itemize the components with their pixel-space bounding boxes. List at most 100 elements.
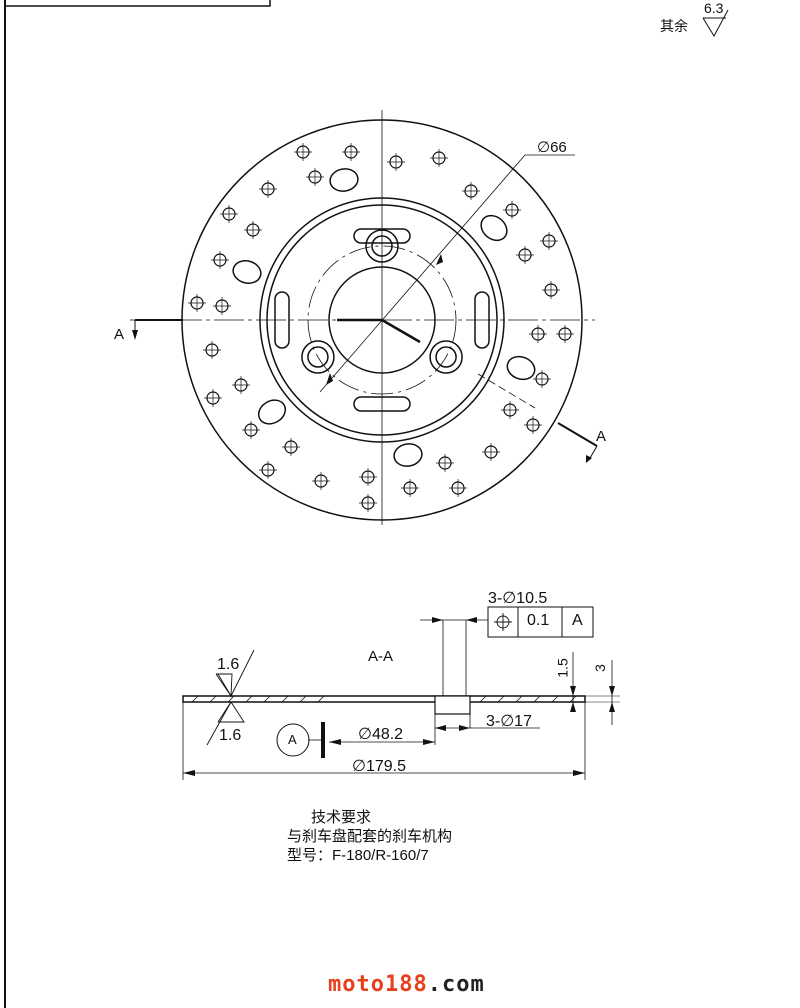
vent-hole bbox=[213, 297, 231, 315]
hatch-line bbox=[227, 695, 235, 703]
vent-hole bbox=[342, 143, 360, 161]
vent-hole bbox=[359, 468, 377, 486]
hub-diameter-dim: ∅66 bbox=[537, 139, 567, 156]
hatch-line bbox=[209, 695, 217, 703]
vent-hole bbox=[259, 180, 277, 198]
vent-hole bbox=[232, 376, 250, 394]
hatch-line bbox=[317, 695, 325, 703]
section-line-angled bbox=[381, 318, 421, 344]
vent-hole bbox=[556, 325, 574, 343]
bolt-hole bbox=[371, 235, 393, 257]
vent-hole bbox=[259, 461, 277, 479]
dim66-leader bbox=[319, 154, 526, 393]
arc-slot bbox=[353, 228, 411, 244]
arc-slot bbox=[353, 396, 411, 412]
vent-hole bbox=[542, 281, 560, 299]
hatch-line bbox=[479, 695, 487, 703]
vent-hole bbox=[540, 232, 558, 250]
vent-hole bbox=[401, 479, 419, 497]
section-body bbox=[182, 695, 586, 703]
bolt-hole-counterbore bbox=[365, 229, 399, 263]
vent-hole bbox=[211, 251, 229, 269]
watermark-brand: moto188 bbox=[328, 972, 428, 997]
roughness-top bbox=[217, 649, 255, 697]
cooling-slot bbox=[329, 168, 359, 192]
vent-hole bbox=[203, 341, 221, 359]
vent-hole bbox=[529, 325, 547, 343]
vent-hole bbox=[533, 370, 551, 388]
vent-hole bbox=[516, 246, 534, 264]
bolt-hole bbox=[307, 346, 329, 368]
cooling-slot bbox=[393, 443, 423, 467]
vent-hole bbox=[244, 221, 262, 239]
section-arrow-right bbox=[557, 422, 598, 447]
section-mark-left: A bbox=[114, 326, 125, 343]
vent-hole bbox=[204, 389, 222, 407]
vent-hole bbox=[524, 416, 542, 434]
roughness-top-value: 1.6 bbox=[217, 656, 240, 673]
counterbore bbox=[434, 695, 471, 715]
disc-plan-view bbox=[130, 110, 598, 525]
vent-hole bbox=[449, 479, 467, 497]
cooling-slot bbox=[232, 260, 262, 284]
hatch-line bbox=[497, 695, 505, 703]
counterbore-depth: 1.5 bbox=[554, 658, 571, 678]
counterbore-dim: 3-∅17 bbox=[486, 713, 532, 730]
cooling-slot bbox=[480, 214, 508, 242]
title-block bbox=[4, 0, 271, 7]
vent-hole bbox=[294, 143, 312, 161]
cooling-slot bbox=[257, 399, 287, 425]
vent-hole bbox=[482, 443, 500, 461]
hatch-line bbox=[515, 695, 523, 703]
hatch-line bbox=[533, 695, 541, 703]
roughness-symbol-other bbox=[702, 9, 729, 38]
hatch-line bbox=[551, 695, 559, 703]
roughness-bottom bbox=[217, 701, 245, 723]
notes-title: 技术要求 bbox=[311, 809, 372, 826]
bolt-hole bbox=[435, 346, 457, 368]
vent-hole bbox=[282, 438, 300, 456]
vent-hole bbox=[359, 494, 377, 512]
arc-slot bbox=[474, 291, 490, 349]
notes-line-2: 型号：F-180/R-160/7 bbox=[287, 847, 429, 864]
hatch-line bbox=[281, 695, 289, 703]
tolerance-datum: A bbox=[572, 612, 583, 629]
roughness-other-label: 其余 bbox=[660, 18, 688, 34]
bolt-hole-dim: 3-∅10.5 bbox=[488, 590, 548, 607]
vent-hole bbox=[188, 294, 206, 312]
notes-line-1: 与刹车盘配套的刹车机构 bbox=[287, 828, 453, 845]
section-a-a bbox=[182, 606, 620, 780]
vent-hole bbox=[387, 153, 405, 171]
bolt-hole-counterbore bbox=[301, 340, 335, 374]
vent-hole bbox=[306, 168, 324, 186]
watermark-suffix: .com bbox=[427, 972, 485, 997]
hatch-line bbox=[263, 695, 271, 703]
arc-slot bbox=[274, 291, 290, 349]
vent-hole bbox=[503, 201, 521, 219]
section-mark-right: A bbox=[596, 428, 607, 445]
tolerance-value: 0.1 bbox=[527, 612, 550, 629]
vent-hole bbox=[242, 421, 260, 439]
bore-dim: ∅48.2 bbox=[358, 726, 404, 743]
roughness-other-value: 6.3 bbox=[704, 0, 724, 16]
roughness-bottom-value: 1.6 bbox=[219, 727, 242, 744]
cooling-slot bbox=[506, 355, 536, 381]
vent-hole bbox=[430, 149, 448, 167]
datum-label: A bbox=[288, 732, 297, 747]
hatch-line bbox=[245, 695, 253, 703]
thickness-dim: 3 bbox=[591, 664, 608, 672]
tolerance-frame bbox=[487, 606, 594, 638]
datum-circle bbox=[276, 723, 310, 757]
hatch-line bbox=[299, 695, 307, 703]
watermark: moto188.com bbox=[328, 972, 485, 997]
vent-hole bbox=[436, 454, 454, 472]
section-title: A-A bbox=[368, 648, 394, 665]
vent-hole bbox=[462, 182, 480, 200]
hatch-line bbox=[191, 695, 199, 703]
vent-hole bbox=[501, 401, 519, 419]
technical-notes: 技术要求 与刹车盘配套的刹车机构 型号：F-180/R-160/7 bbox=[287, 808, 452, 865]
outer-dim: ∅179.5 bbox=[352, 758, 406, 775]
bolt-hole-counterbore bbox=[429, 340, 463, 374]
vent-hole bbox=[312, 472, 330, 490]
